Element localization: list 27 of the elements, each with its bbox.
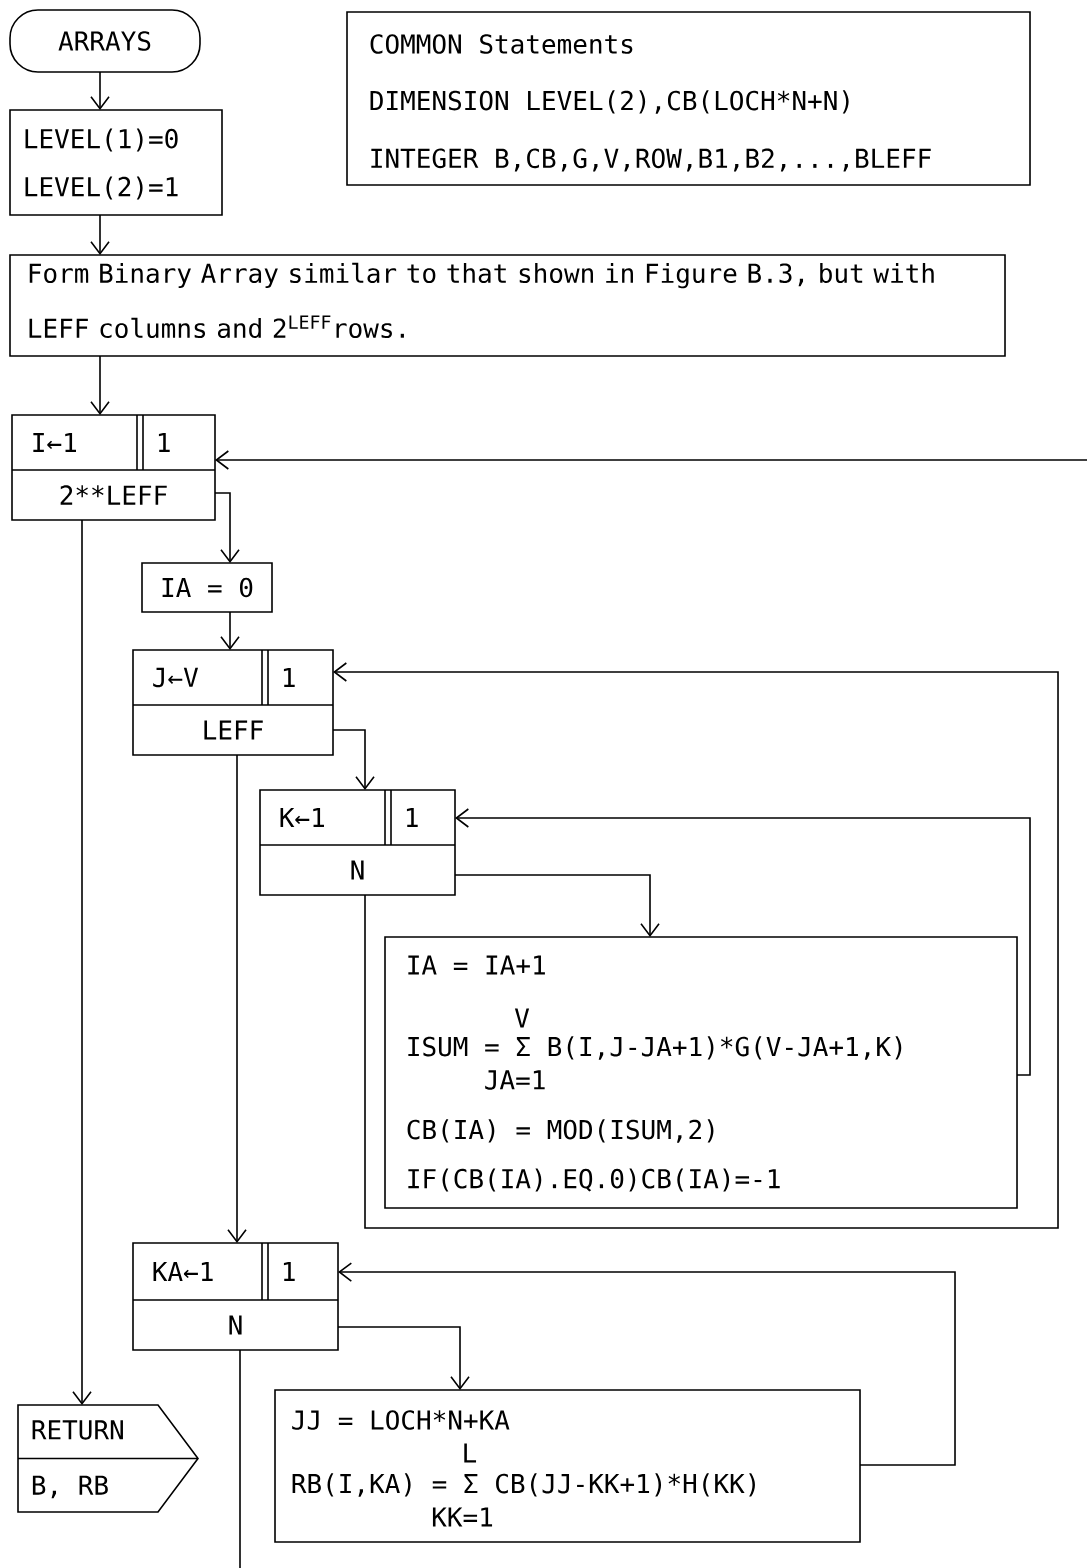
process-box: LEVEL(1)=0 LEVEL(2)=1	[9, 109, 223, 216]
terminal-box: ARRAYS	[9, 9, 201, 73]
arrow	[455, 808, 1031, 1076]
arrow	[215, 450, 1087, 470]
arrow	[90, 214, 110, 255]
return-box: RETURN B, RB	[17, 1404, 199, 1513]
arrow	[220, 611, 240, 650]
arrow	[90, 355, 110, 415]
arrow	[90, 71, 110, 110]
process-box: IA = 0	[141, 562, 273, 613]
arrow	[227, 754, 247, 1243]
process-box: IA = IA+1 V ISUM = Σ B(I,J-JA+1)*G(V-JA+1,K) JA=1 CB(IA) = MOD(ISUM,2) IF(CB(IA).EQ.0)CB(IA)=-1	[384, 936, 1018, 1209]
process-box: JJ = LOCH*N+KA L RB(I,KA) = Σ CB(JJ-KK+1)*H(KK) KK=1	[274, 1389, 861, 1543]
loop-box: I←1 1 2**LEFF	[11, 414, 216, 521]
arrow	[214, 492, 240, 563]
loop-box: K←1 1 N	[259, 789, 456, 896]
process-box: Form Binary Array similar to that shown in Figure B.3, but with LEFF columns and 2$^{LEFF}$rows.	[9, 254, 1006, 357]
arrow	[454, 874, 660, 937]
declaration-box: COMMON Statements DIMENSION LEVEL(2),CB(LOCH*N+N) INTEGER B,CB,G,V,ROW,B1,B2,...,BLEFF	[346, 11, 1031, 186]
arrow	[338, 1262, 956, 1466]
connector-line	[239, 1349, 241, 1568]
arrow	[332, 729, 375, 790]
loop-box: J←V 1 LEFF	[132, 649, 334, 756]
arrow	[72, 519, 92, 1405]
arrow	[337, 1326, 470, 1390]
loop-box: KA←1 1 N	[132, 1242, 339, 1351]
arrow	[333, 662, 1059, 1229]
